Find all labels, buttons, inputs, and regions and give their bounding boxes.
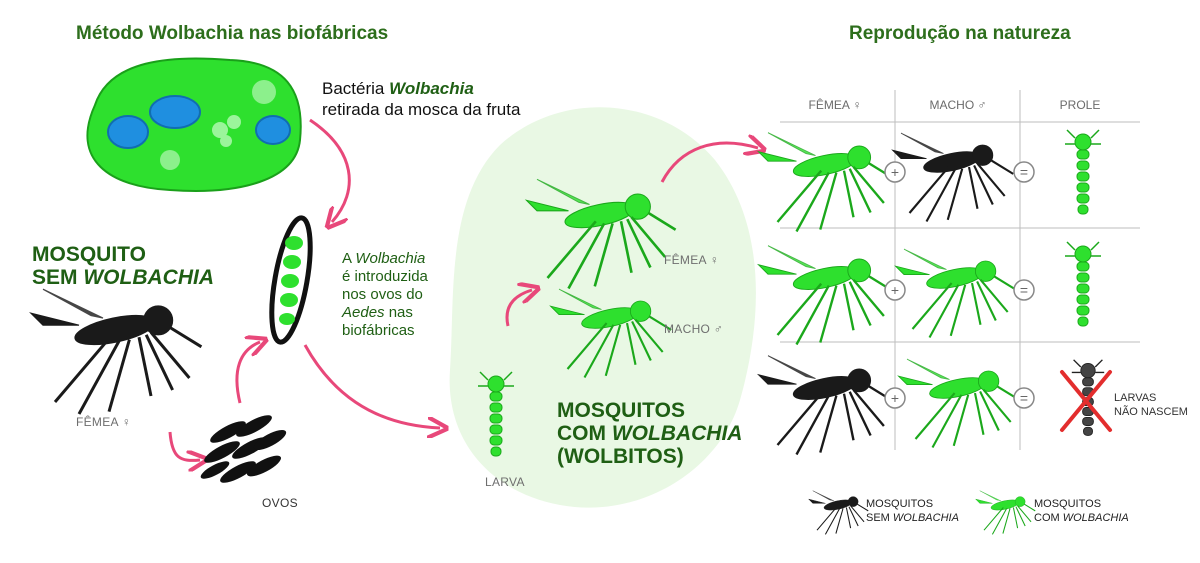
row1-equals-icon: = (1018, 164, 1030, 180)
row1-female-wolbito-icon (759, 133, 894, 232)
wolbito-female-label: FÊMEA ♀ (664, 253, 719, 267)
row3-female-wild-icon (759, 356, 894, 455)
grid-header-male: MACHO ♂ (898, 98, 1018, 112)
row2-male-wolbito-icon (896, 249, 1017, 337)
eggs-illustration (199, 411, 289, 486)
row2-offspring-larva-icon (1065, 242, 1101, 326)
legend-without-icon (809, 491, 869, 535)
legend-with-wolbachia: MOSQUITOS COM WOLBACHIA (1034, 497, 1129, 525)
mosquito-without-wolbachia-female-icon (31, 289, 201, 414)
eggs-label: OVOS (262, 496, 298, 510)
larva-label: LARVA (485, 475, 525, 489)
row2-female-wolbito-icon (759, 246, 894, 345)
row2-plus-icon: + (889, 282, 901, 298)
wolbitos-heading: MOSQUITOS COM WOLBACHIA (WOLBITOS) (557, 399, 742, 468)
arrow-bacteria-to-egg (310, 120, 349, 222)
row3-male-wolbito-icon (899, 359, 1020, 447)
row1-offspring-larva-icon (1065, 130, 1101, 214)
wolbito-male-label: MACHO ♂ (664, 322, 723, 336)
left-section-title: Método Wolbachia nas biofábricas (76, 23, 388, 45)
bacteria-caption: Bactéria Wolbachia retirada da mosca da … (322, 78, 520, 120)
arrow-egg-to-wolbitos (305, 345, 440, 428)
mosquito-without-wolbachia-heading: MOSQUITO SEM WOLBACHIA (32, 243, 214, 289)
row3-equals-icon: = (1018, 390, 1030, 406)
right-section-title: Reprodução na natureza (849, 23, 1071, 45)
introduced-caption: A Wolbachia é introduzida nos ovos do Ae… (342, 250, 428, 340)
row1-plus-icon: + (889, 164, 901, 180)
arrow-eggs-to-egg (237, 342, 260, 403)
row1-male-wild-icon (893, 133, 1014, 221)
arrow-female-to-eggs (170, 432, 200, 460)
grid-header-offspring: PROLE (1020, 98, 1140, 112)
female-label-left: FÊMEA ♀ (76, 415, 131, 429)
row2-equals-icon: = (1018, 282, 1030, 298)
egg-with-wolbachia-illustration (264, 215, 317, 345)
legend-with-icon (976, 491, 1036, 535)
bacteria-cell-illustration (87, 58, 300, 190)
row3-plus-icon: + (889, 390, 901, 406)
grid-header-female: FÊMEA ♀ (775, 98, 895, 112)
no-larvae-label: LARVAS NÃO NASCEM (1114, 391, 1188, 419)
legend-without-wolbachia: MOSQUITOS SEM WOLBACHIA (866, 497, 959, 525)
